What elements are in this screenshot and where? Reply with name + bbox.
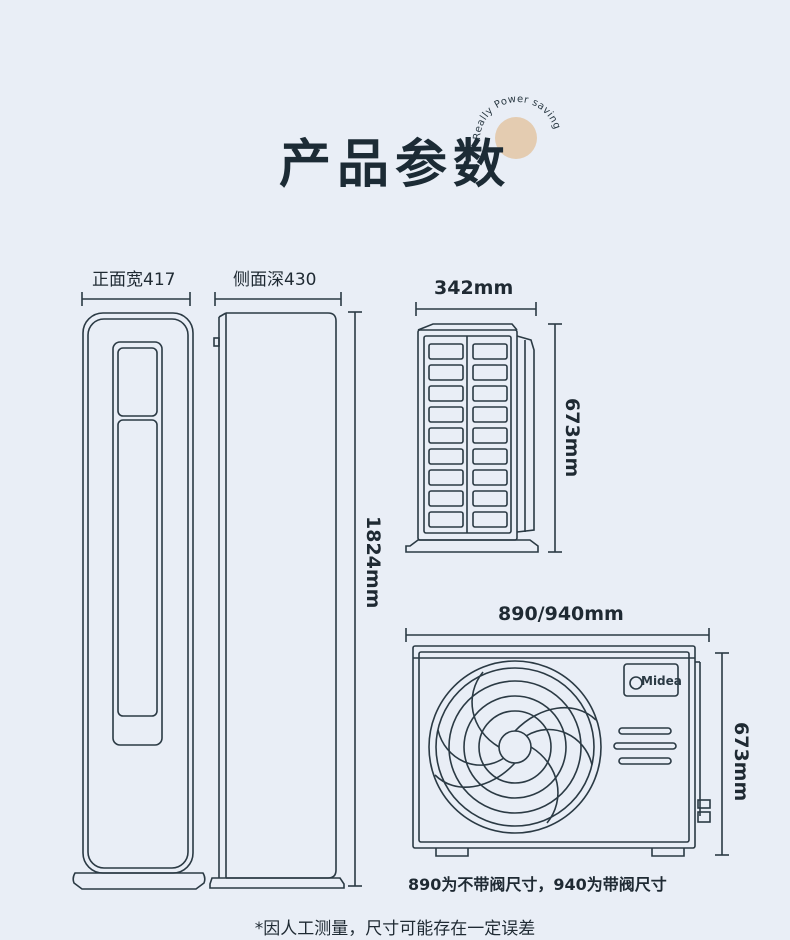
outdoor-unit-side-view — [405, 323, 539, 553]
badge-accent-circle — [495, 117, 537, 159]
badge-curved-text: Really Power saving — [472, 94, 562, 140]
indoor-unit-side-view — [209, 312, 345, 889]
midea-logo: Midea — [641, 674, 682, 688]
outdoor-side-width-dimension-line — [415, 302, 537, 316]
indoor-front-width-label: 正面宽417 — [92, 270, 176, 290]
indoor-front-dimension-line — [81, 292, 191, 306]
outdoor-unit-front-view — [412, 645, 711, 857]
indoor-unit-front-view — [72, 312, 206, 890]
outdoor-front-width-dimension-line — [405, 628, 710, 642]
indoor-side-dimension-line — [214, 292, 342, 306]
indoor-side-depth-label: 侧面深430 — [233, 270, 317, 290]
outdoor-side-height-dimension-line — [548, 323, 562, 553]
outdoor-front-height-dimension-line — [715, 652, 729, 856]
outdoor-side-width-label: 342mm — [434, 277, 514, 299]
valve-size-note: 890为不带阀尺寸，940为带阀尺寸 — [408, 875, 667, 894]
indoor-height-dimension-line — [348, 311, 362, 887]
measurement-disclaimer: *因人工测量，尺寸可能存在一定误差 — [254, 919, 536, 939]
page-title: 产品参数 — [278, 135, 511, 195]
outdoor-front-width-label: 890/940mm — [498, 603, 624, 625]
